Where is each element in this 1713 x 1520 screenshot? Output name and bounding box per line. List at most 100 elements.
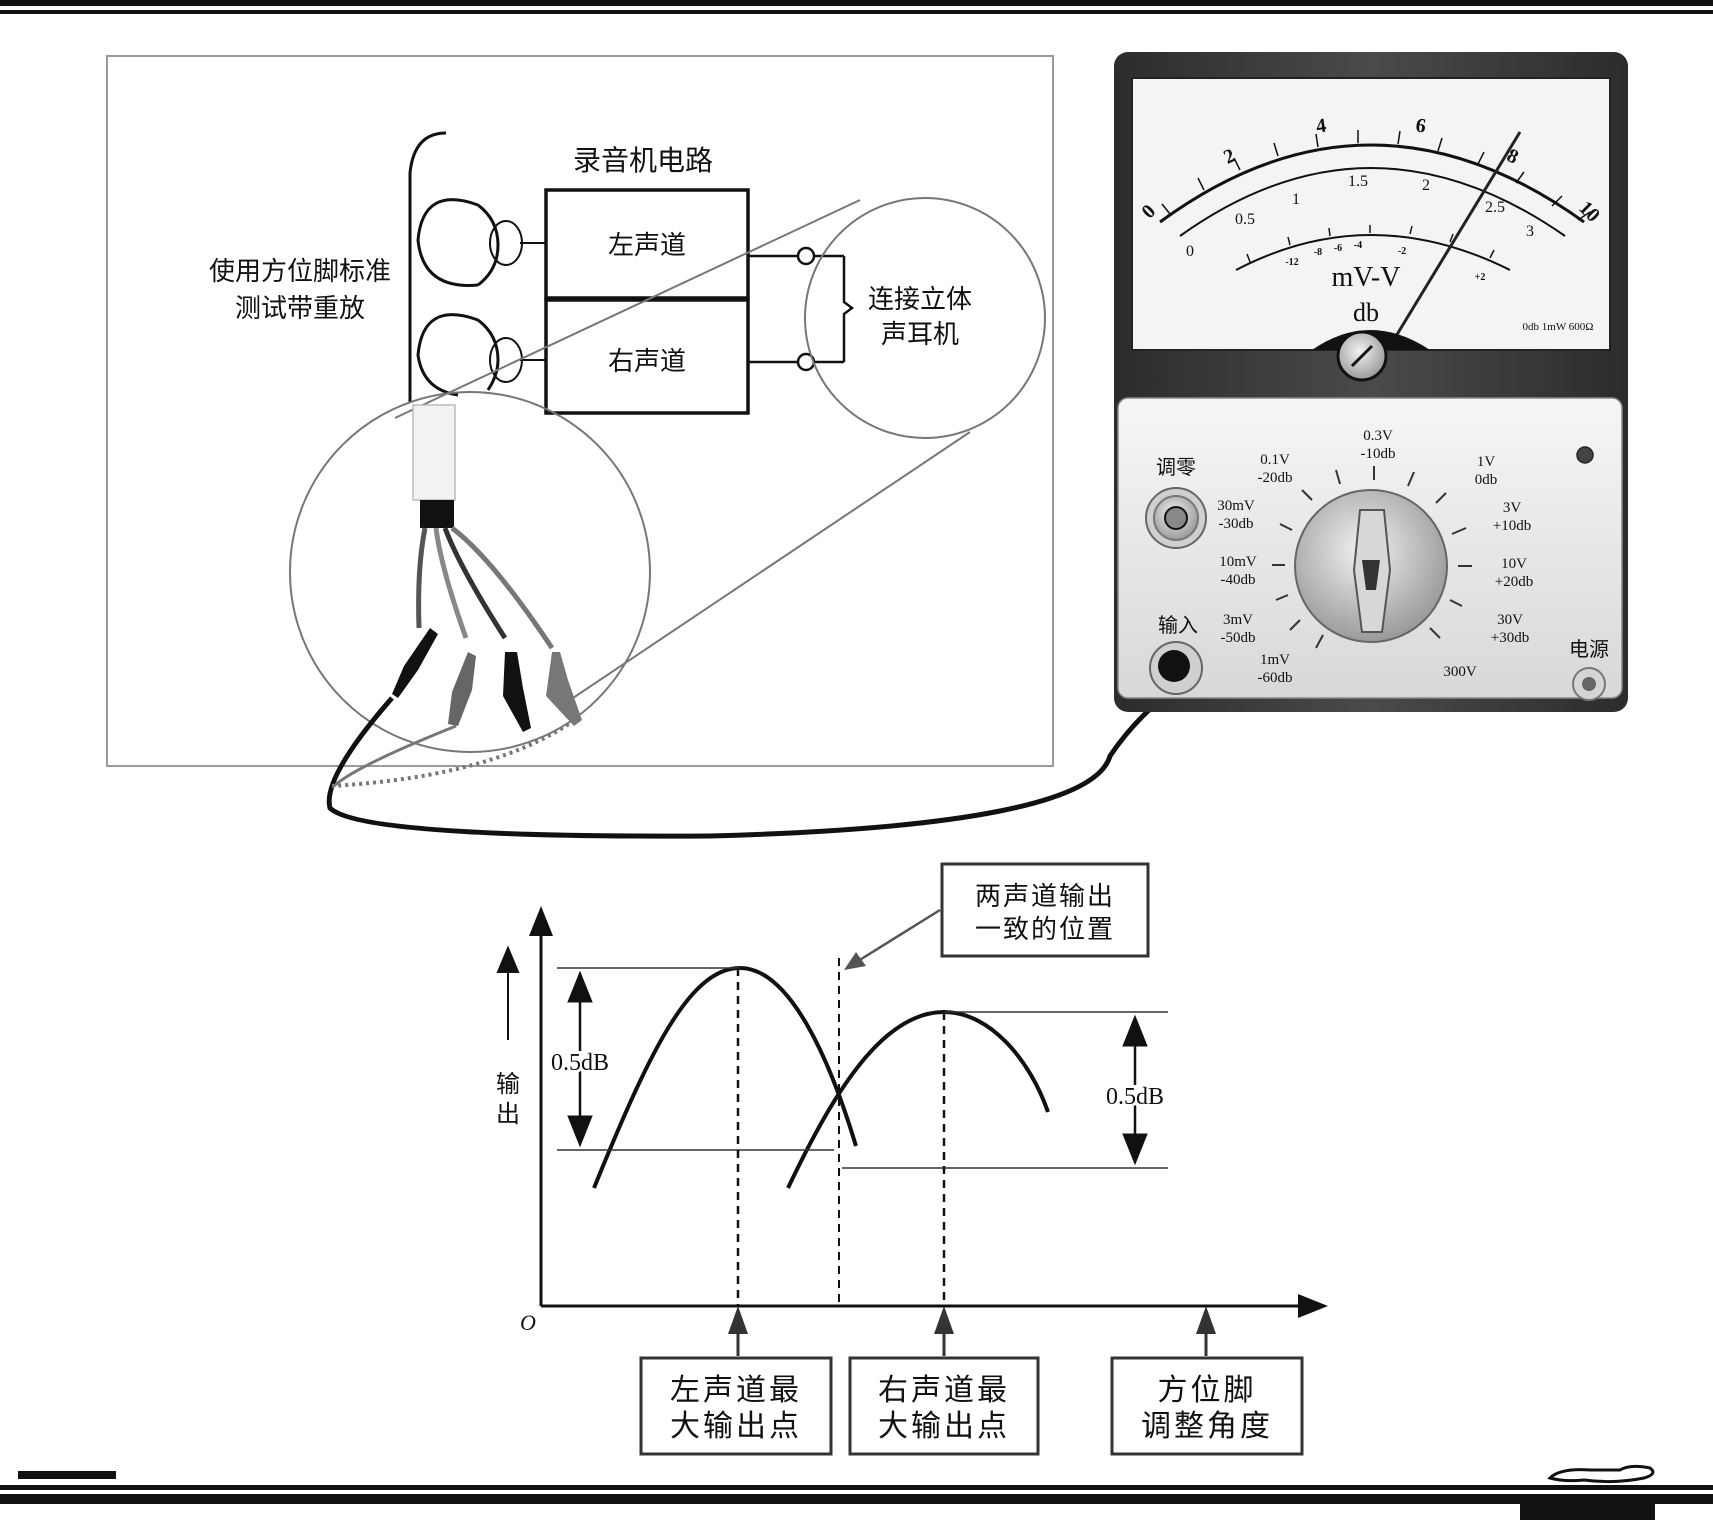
range-10v: 10V [1501,556,1527,572]
range-3mv-db: -50db [1221,630,1256,646]
azimuth-angle-arrow [1196,1306,1216,1356]
reference-label: 0db 1mW 600Ω [1523,321,1594,333]
y-axis-arrow [529,906,553,936]
balance-callout-arrowhead [844,952,866,970]
zero-adjust-label: 调零 [1156,455,1196,479]
top-border [0,0,1713,14]
range-30mv: 30mV [1217,498,1255,514]
y-axis-label-char2: 出 [496,1100,520,1128]
power-indicator-lamp [1576,446,1594,464]
scale-mid-3: 3 [1526,223,1534,240]
left-max-box-line2: 大输出点 [670,1409,802,1444]
right-max-box [848,1356,1040,1456]
scale-db-4: -4 [1354,240,1362,251]
left-channel-box [544,188,750,300]
circuit-title: 录音机电路 [573,144,713,177]
scale-db-2: -2 [1398,246,1406,257]
zero-adjust-knob[interactable] [1145,487,1207,549]
cable-zoom-circle [289,391,651,753]
range-30v-db: +30db [1491,630,1529,646]
tape-brace [408,131,447,403]
test-lead-dotted [331,714,582,788]
range-0-3v-db: -10db [1361,446,1396,462]
range-10mv-db: -40db [1221,572,1256,588]
tape-head-right [416,313,545,397]
zoom-line-1 [394,199,861,419]
earphone-label-line2: 声耳机 [881,320,959,350]
scale-db-12: -12 [1285,257,1298,268]
range-3v-db: +10db [1493,518,1531,534]
scale-top-6: 6 [1414,114,1427,137]
azimuth-graph: O 输 出 0.5dB 0.5dB 两声道输出 [496,862,1328,1456]
left-max-box-line1: 左声道最 [670,1373,802,1408]
range-labels: 1mV -60db 3mV -50db 10mV -40db 30mV -30d… [1217,428,1533,686]
range-10v-db: +20db [1495,574,1533,590]
zoom-line-2 [569,431,971,701]
range-1mv-db: -60db [1258,670,1293,686]
tape-label-line2: 测试带重放 [235,294,365,324]
page-corner-ornament [1547,1464,1655,1484]
scale-mid-2: 2 [1422,177,1430,194]
azimuth-angle-box [1110,1356,1304,1456]
range-30v: 30V [1497,612,1523,628]
origin-label: O [520,1310,536,1335]
balance-callout-box [940,862,1150,958]
right-max-arrow [934,1306,954,1356]
balance-callout-line2: 一致的位置 [975,915,1115,945]
range-selector-knob[interactable] [1294,489,1448,643]
range-dial-ticks [1272,466,1472,649]
scale-mid-2-5: 2.5 [1485,199,1505,216]
range-0-1v-db: -20db [1258,470,1293,486]
scale-db-plus2: +2 [1475,272,1486,283]
range-1mv: 1mV [1260,652,1290,668]
right-channel-label: 右声道 [608,347,686,377]
input-label: 输入 [1158,613,1198,637]
scale-mid-labels: 0 0.5 1 1.5 2 2.5 3 [1186,173,1534,260]
power-label: 电源 [1569,637,1609,661]
input-jack[interactable] [1149,641,1203,695]
scale-mid-zero: 0 [1186,243,1194,260]
left-channel-label: 左声道 [608,231,686,261]
scale-top-4: 4 [1315,114,1328,137]
range-3mv: 3mV [1223,612,1253,628]
meter-tick-marks [1161,130,1591,263]
power-switch[interactable] [1572,667,1606,701]
alligator-clips [392,628,582,732]
left-db-label: 0.5dB [551,1050,609,1076]
unit-label: mV-V [1332,262,1401,293]
scale-db-8: -8 [1314,247,1322,258]
range-300v: 300V [1443,664,1477,680]
db-label: db [1353,298,1379,327]
test-lead-black [326,695,1179,839]
balance-callout-pointer [849,908,941,968]
x-axis-arrow [1298,1294,1328,1318]
output-arrow [496,945,520,1040]
scale-mid-1-5: 1.5 [1348,173,1368,190]
scale-mid-1: 1 [1292,191,1300,208]
bottom-border [0,1464,1713,1520]
right-db-marker [1122,1014,1148,1166]
scale-db-labels: -12 -8 -6 -4 -2 +2 [1285,240,1485,283]
meter-scales [1159,143,1585,271]
azimuth-angle-box-line2: 调整角度 [1141,1409,1273,1444]
right-max-box-line2: 大输出点 [878,1409,1010,1444]
earphone-terminals [748,246,855,372]
tape-label-line1: 使用方位脚标准 [209,257,391,287]
screw-slot [1350,344,1374,368]
balance-callout-line1: 两声道输出 [975,882,1115,912]
y-axis-label-char1: 输 [496,1070,520,1098]
circuit-panel: 录音机电路 使用方位脚标准 测试带重放 左声道 右声道 [106,55,1179,839]
scale-mid-0-5: 0.5 [1235,211,1255,228]
millivoltmeter: 0 2 4 6 8 10 0 0.5 1 1.5 2 2.5 3 -12 -8 … [1114,52,1628,712]
scale-db-6: -6 [1334,243,1342,254]
azimuth-angle-box-line1: 方位脚 [1158,1373,1257,1408]
left-channel-curve [592,965,858,1189]
range-30mv-db: -30db [1219,516,1254,532]
range-1v-db: 0db [1475,472,1498,488]
cable-bundle [412,404,555,650]
meter-needle [1388,131,1522,347]
range-3v: 3V [1503,500,1522,516]
range-10mv: 10mV [1219,554,1257,570]
earphone-zoom-circle [804,197,1046,439]
